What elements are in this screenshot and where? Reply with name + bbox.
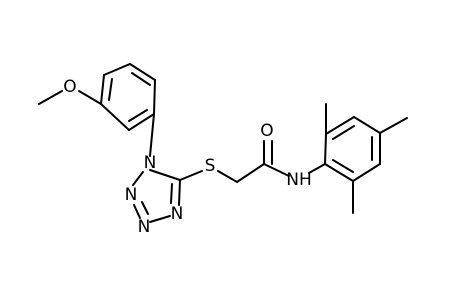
bond-methoxy-o-ring <box>78 90 102 105</box>
bond-s-ch2 <box>217 170 238 183</box>
bond-aryl1-e-inner <box>128 109 148 122</box>
bond-nh-aryl <box>308 163 326 174</box>
bond-aryl2-e <box>352 163 381 182</box>
bond-n3-n2-inner <box>141 201 149 215</box>
bond-c5-n4-inner <box>170 183 173 204</box>
bond-aryl2-f <box>324 163 354 182</box>
bond-aryl1-c <box>129 63 156 81</box>
bond-aryl1-c-inner <box>131 72 151 86</box>
atom-label-thio-s: S <box>205 156 216 176</box>
bond-aryl2-c <box>353 116 381 134</box>
atom-amide-nh: NH <box>286 170 312 190</box>
atom-tetrazole-n2: N <box>125 185 138 205</box>
atom-tetrazole-n3: N <box>138 217 151 237</box>
bond-methyl-methoxy-o <box>38 90 63 105</box>
atom-thio-s: S <box>205 156 216 176</box>
bond-n1-c5 <box>149 169 181 181</box>
atom-tetrazole-n4: N <box>171 204 184 224</box>
bond-aryl1-e <box>128 113 155 131</box>
bond-aryl2-f-inner <box>332 159 354 173</box>
atom-label-amide-nh: NH <box>286 170 312 190</box>
atom-label-tetrazole-n2: N <box>125 185 138 205</box>
atom-methoxy-o: O <box>63 77 76 97</box>
bonds <box>38 63 408 223</box>
atom-label-tetrazole-n4: N <box>171 204 184 224</box>
bond-n3-n2 <box>133 204 141 219</box>
bond-aryl2-b-inner <box>332 125 355 140</box>
bond-aryl-n1 <box>149 113 155 157</box>
atom-label-carbonyl-o: O <box>260 121 273 141</box>
bond-n4-n3 <box>149 215 171 223</box>
atom-carbonyl-o: O <box>260 121 273 141</box>
bond-aryl1-d <box>153 79 156 115</box>
bond-aryl1-a-inner <box>108 78 113 101</box>
bond-n2-n1 <box>132 171 144 186</box>
bond-aryl2-b <box>325 116 355 135</box>
bond-c5-n4 <box>178 179 181 206</box>
bond-aryl2-a <box>324 133 327 165</box>
atom-labels: O N N N N S O NH <box>63 77 311 237</box>
bond-c5-s <box>179 170 203 181</box>
bond-aryl1-b <box>103 63 131 76</box>
atom-label-tetrazole-n1: N <box>144 153 157 173</box>
bond-aryl1-f <box>100 103 130 131</box>
bond-methyl-right <box>379 117 408 134</box>
bond-carbonyl-nh <box>263 163 290 177</box>
bond-aryl1-a <box>100 74 105 105</box>
bond-ch2-carbonyl <box>236 163 265 183</box>
atom-label-methoxy-o: O <box>63 77 76 97</box>
atom-label-tetrazole-n3: N <box>138 217 151 237</box>
atom-tetrazole-n1: N <box>144 153 157 173</box>
